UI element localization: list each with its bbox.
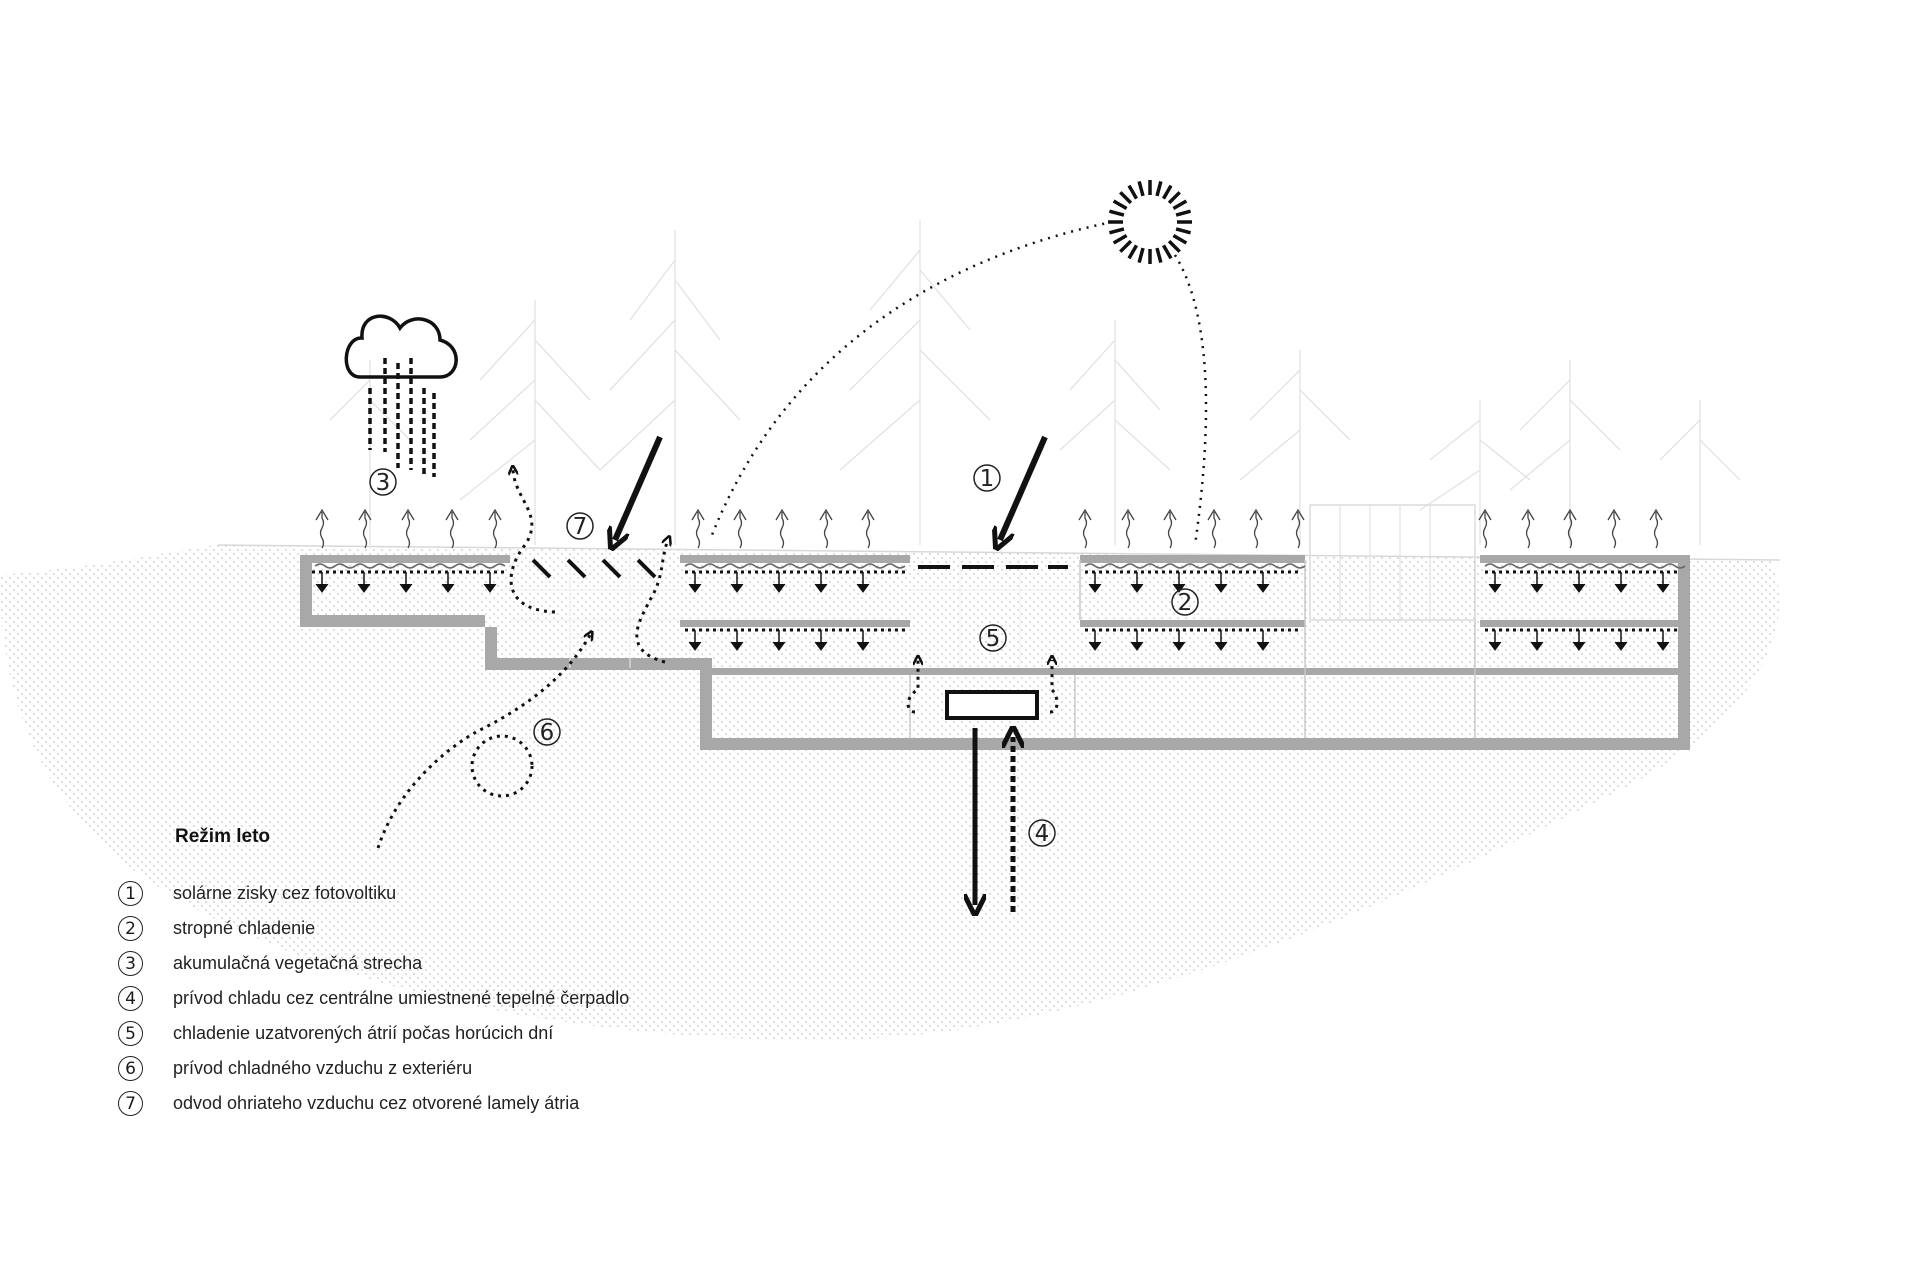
marker-3: 3 bbox=[369, 468, 397, 496]
atrium-grid bbox=[510, 560, 1080, 668]
marker-2: 2 bbox=[1171, 588, 1199, 616]
legend-text: solárne zisky cez fotovoltiku bbox=[173, 883, 397, 903]
svg-text:4: 4 bbox=[1035, 821, 1050, 847]
legend-item: 5 chladenie uzatvorených átrií počas hor… bbox=[118, 1016, 629, 1051]
svg-text:6: 6 bbox=[540, 720, 555, 746]
cool-air-loop bbox=[470, 734, 534, 798]
green-roof bbox=[314, 563, 1686, 569]
legend-number: 7 bbox=[118, 1091, 143, 1116]
legend-text: chladenie uzatvorených átrií počas horúc… bbox=[173, 1023, 554, 1043]
marker-4: 4 bbox=[1028, 819, 1056, 847]
hot-air-out-right bbox=[635, 540, 668, 664]
atrium-cooling-right bbox=[1050, 660, 1059, 714]
legend-text: odvod ohriateho vzduchu cez otvorené lam… bbox=[173, 1093, 580, 1113]
legend-item: 6 prívod chladného vzduchu z exteriéru bbox=[118, 1051, 629, 1086]
svg-text:7: 7 bbox=[573, 514, 588, 540]
solar-arrow-pv bbox=[1000, 435, 1048, 540]
sun-icon bbox=[1108, 180, 1192, 264]
legend-item: 3 akumulačná vegetačná strecha bbox=[118, 946, 629, 981]
marker-1: 1 bbox=[973, 464, 1001, 492]
legend-number: 1 bbox=[118, 881, 143, 906]
svg-text:3: 3 bbox=[376, 470, 391, 496]
legend-item: 1 solárne zisky cez fotovoltiku bbox=[118, 876, 629, 911]
legend-text: prívod chladného vzduchu z exteriéru bbox=[173, 1058, 473, 1078]
svg-text:2: 2 bbox=[1178, 590, 1193, 616]
legend-number: 4 bbox=[118, 986, 143, 1011]
atrium-louvres bbox=[531, 558, 1068, 579]
solar-arrow-atrium bbox=[615, 435, 663, 540]
hot-air-out-left bbox=[511, 470, 556, 614]
atrium-cooling-left bbox=[906, 660, 918, 714]
legend-number: 5 bbox=[118, 1021, 143, 1046]
legend-item: 4 prívod chladu cez centrálne umiestnené… bbox=[118, 981, 629, 1016]
marker-6: 6 bbox=[533, 718, 561, 746]
evaporation-arrows bbox=[315, 508, 1663, 549]
legend-title: Režim leto bbox=[175, 826, 271, 847]
legend-text: stropné chladenie bbox=[173, 918, 316, 938]
building-section bbox=[300, 555, 1690, 750]
ceiling-cooling-arrows bbox=[312, 570, 1680, 651]
legend-number: 3 bbox=[118, 951, 143, 976]
legend-number: 6 bbox=[118, 1056, 143, 1081]
interior-lines bbox=[909, 560, 1476, 738]
legend-item: 2 stropné chladenie bbox=[118, 911, 629, 946]
legend-text: akumulačná vegetačná strecha bbox=[173, 953, 423, 973]
sun-path bbox=[708, 220, 1113, 541]
background-trees bbox=[329, 220, 1741, 545]
cloud-rain-icon bbox=[344, 314, 458, 477]
legend-item: 7 odvod ohriateho vzduchu cez otvorené l… bbox=[118, 1086, 629, 1121]
sun-path-right bbox=[1173, 254, 1208, 546]
svg-text:1: 1 bbox=[980, 466, 995, 492]
legend-text: prívod chladu cez centrálne umiestnené t… bbox=[173, 988, 630, 1008]
heat-pump-unit bbox=[945, 690, 1039, 720]
marker-5: 5 bbox=[979, 624, 1007, 652]
svg-text:5: 5 bbox=[986, 626, 1001, 652]
legend: Režim leto 1 solárne zisky cez fotovolti… bbox=[118, 826, 629, 1121]
legend-number: 2 bbox=[118, 916, 143, 941]
glass-facade bbox=[1309, 504, 1476, 621]
marker-7: 7 bbox=[566, 512, 594, 540]
